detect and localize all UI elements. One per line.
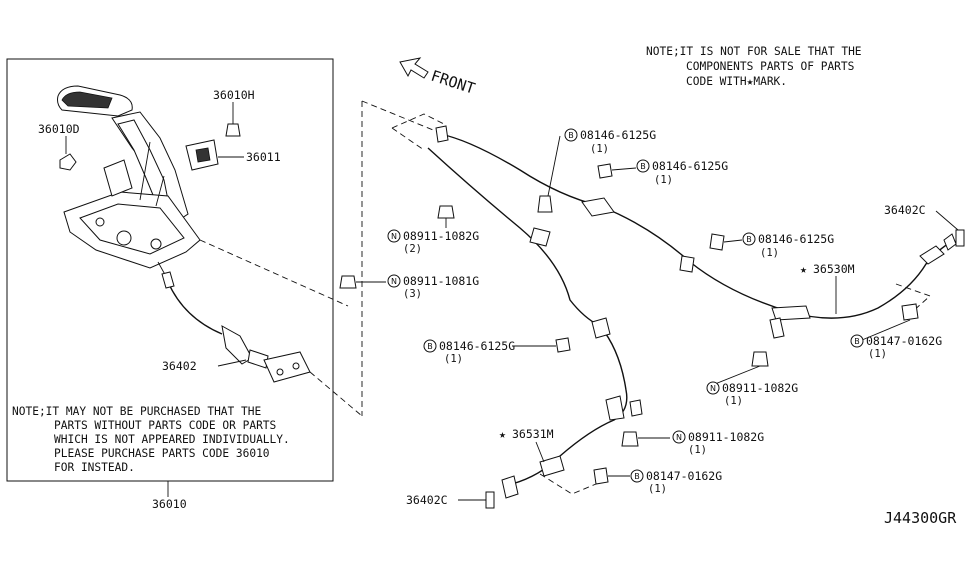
- part-label-36530M: 36530M: [813, 262, 855, 276]
- part-label-36402: 36402: [162, 359, 197, 373]
- part-label-36010: 36010: [152, 497, 187, 511]
- rear-cable-36531M: [501, 317, 628, 499]
- purchase-note-line-5: FOR INSTEAD.: [54, 461, 135, 474]
- callout-8-code: 08147-0162G: [866, 334, 942, 348]
- callout-3-qty: (1): [444, 353, 463, 365]
- callout-8-qty: (1): [868, 348, 887, 360]
- rear-cable-36530M: [427, 125, 957, 339]
- callout-1-code: 08146-6125G: [652, 159, 728, 173]
- callout-6-symbol: N: [710, 384, 716, 393]
- purchase-note-line-3: WHICH IS NOT APPEARED INDIVIDUALLY.: [54, 433, 290, 446]
- callout-4-symbol: N: [391, 232, 397, 241]
- star-36531M: ★: [499, 427, 506, 441]
- part-label-36402C-right: 36402C: [884, 203, 926, 217]
- callout-0-symbol: B: [568, 131, 574, 140]
- callout-9-symbol: B: [634, 472, 640, 481]
- callout-9-qty: (1): [648, 483, 667, 495]
- callout-7-code: 08911-1082G: [688, 430, 764, 444]
- callout-3-code: 08146-6125G: [439, 339, 515, 353]
- sale-note-line-2: COMPONENTS PARTS OF PARTS: [686, 60, 854, 73]
- callout-1-symbol: B: [640, 162, 646, 171]
- part-label-36402C-bottom: 36402C: [406, 493, 448, 507]
- callout-3-symbol: B: [427, 342, 433, 351]
- callout-1-qty: (1): [654, 174, 673, 186]
- front-label: FRONT: [429, 67, 478, 98]
- callout-9-code: 08147-0162G: [646, 469, 722, 483]
- callout-5-code: 08911-1081G: [403, 274, 479, 288]
- part-label-36531M: 36531M: [512, 427, 554, 441]
- purchase-note-line-1: NOTE;IT MAY NOT BE PURCHASED THAT THE: [12, 405, 261, 418]
- purchase-note-line-2: PARTS WITHOUT PARTS CODE OR PARTS: [54, 419, 276, 432]
- callout-7-qty: (1): [688, 444, 707, 456]
- callout-7-symbol: N: [676, 433, 682, 442]
- callout-8-symbol: B: [854, 337, 860, 346]
- part-label-36010D: 36010D: [38, 122, 80, 136]
- callout-0-qty: (1): [590, 143, 609, 155]
- callout-5-qty: (3): [403, 288, 422, 300]
- callout-2-symbol: B: [746, 235, 752, 244]
- sale-note-line-3: CODE WITH★MARK.: [686, 75, 787, 88]
- parking-brake-lever: [57, 85, 201, 269]
- callout-6-code: 08911-1082G: [722, 381, 798, 395]
- callout-4-qty: (2): [403, 243, 422, 255]
- callout-6-qty: (1): [724, 395, 743, 407]
- callout-5-symbol: N: [391, 277, 397, 286]
- part-label-36011: 36011: [246, 150, 281, 164]
- purchase-note-line-4: PLEASE PURCHASE PARTS CODE 36010: [54, 447, 270, 460]
- callout-2-code: 08146-6125G: [758, 232, 834, 246]
- lever-assembly-frame: [6, 58, 334, 482]
- part-label-36010H: 36010H: [213, 88, 255, 102]
- diagram-code: J44300GR: [884, 509, 957, 527]
- callout-0-code: 08146-6125G: [580, 128, 656, 142]
- callout-2-qty: (1): [760, 247, 779, 259]
- callout-4-code: 08911-1082G: [403, 229, 479, 243]
- sale-note-line-1: NOTE;IT IS NOT FOR SALE THAT THE: [646, 45, 862, 58]
- star-36530M: ★: [800, 262, 807, 276]
- front-direction-arrow: [399, 57, 429, 79]
